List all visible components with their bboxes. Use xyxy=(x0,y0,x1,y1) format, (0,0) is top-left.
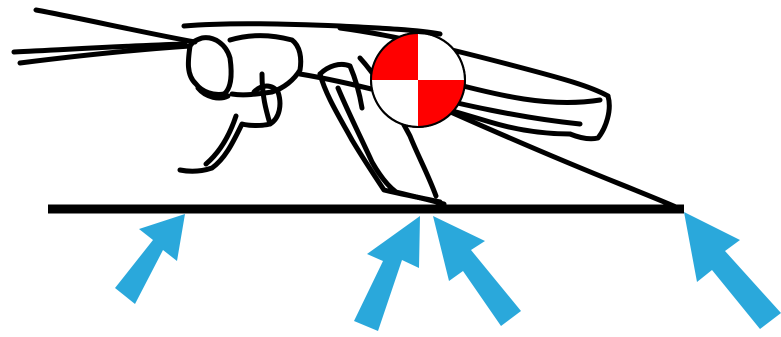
insect-outline xyxy=(14,10,676,207)
center-of-mass-marker xyxy=(371,33,465,127)
insect-head xyxy=(188,38,231,95)
force-arrows xyxy=(115,212,781,331)
ground-reaction-arrow-front-leg xyxy=(115,214,185,304)
thorax-top-outline xyxy=(184,24,440,34)
ground-reaction-arrow-middle-leg-left xyxy=(354,216,420,331)
antenna-upper xyxy=(36,10,195,42)
ground-reaction-arrow-abdomen-tip xyxy=(684,212,781,329)
abdomen-underside xyxy=(446,110,676,207)
ground-reaction-arrow-middle-leg-right xyxy=(433,216,521,326)
